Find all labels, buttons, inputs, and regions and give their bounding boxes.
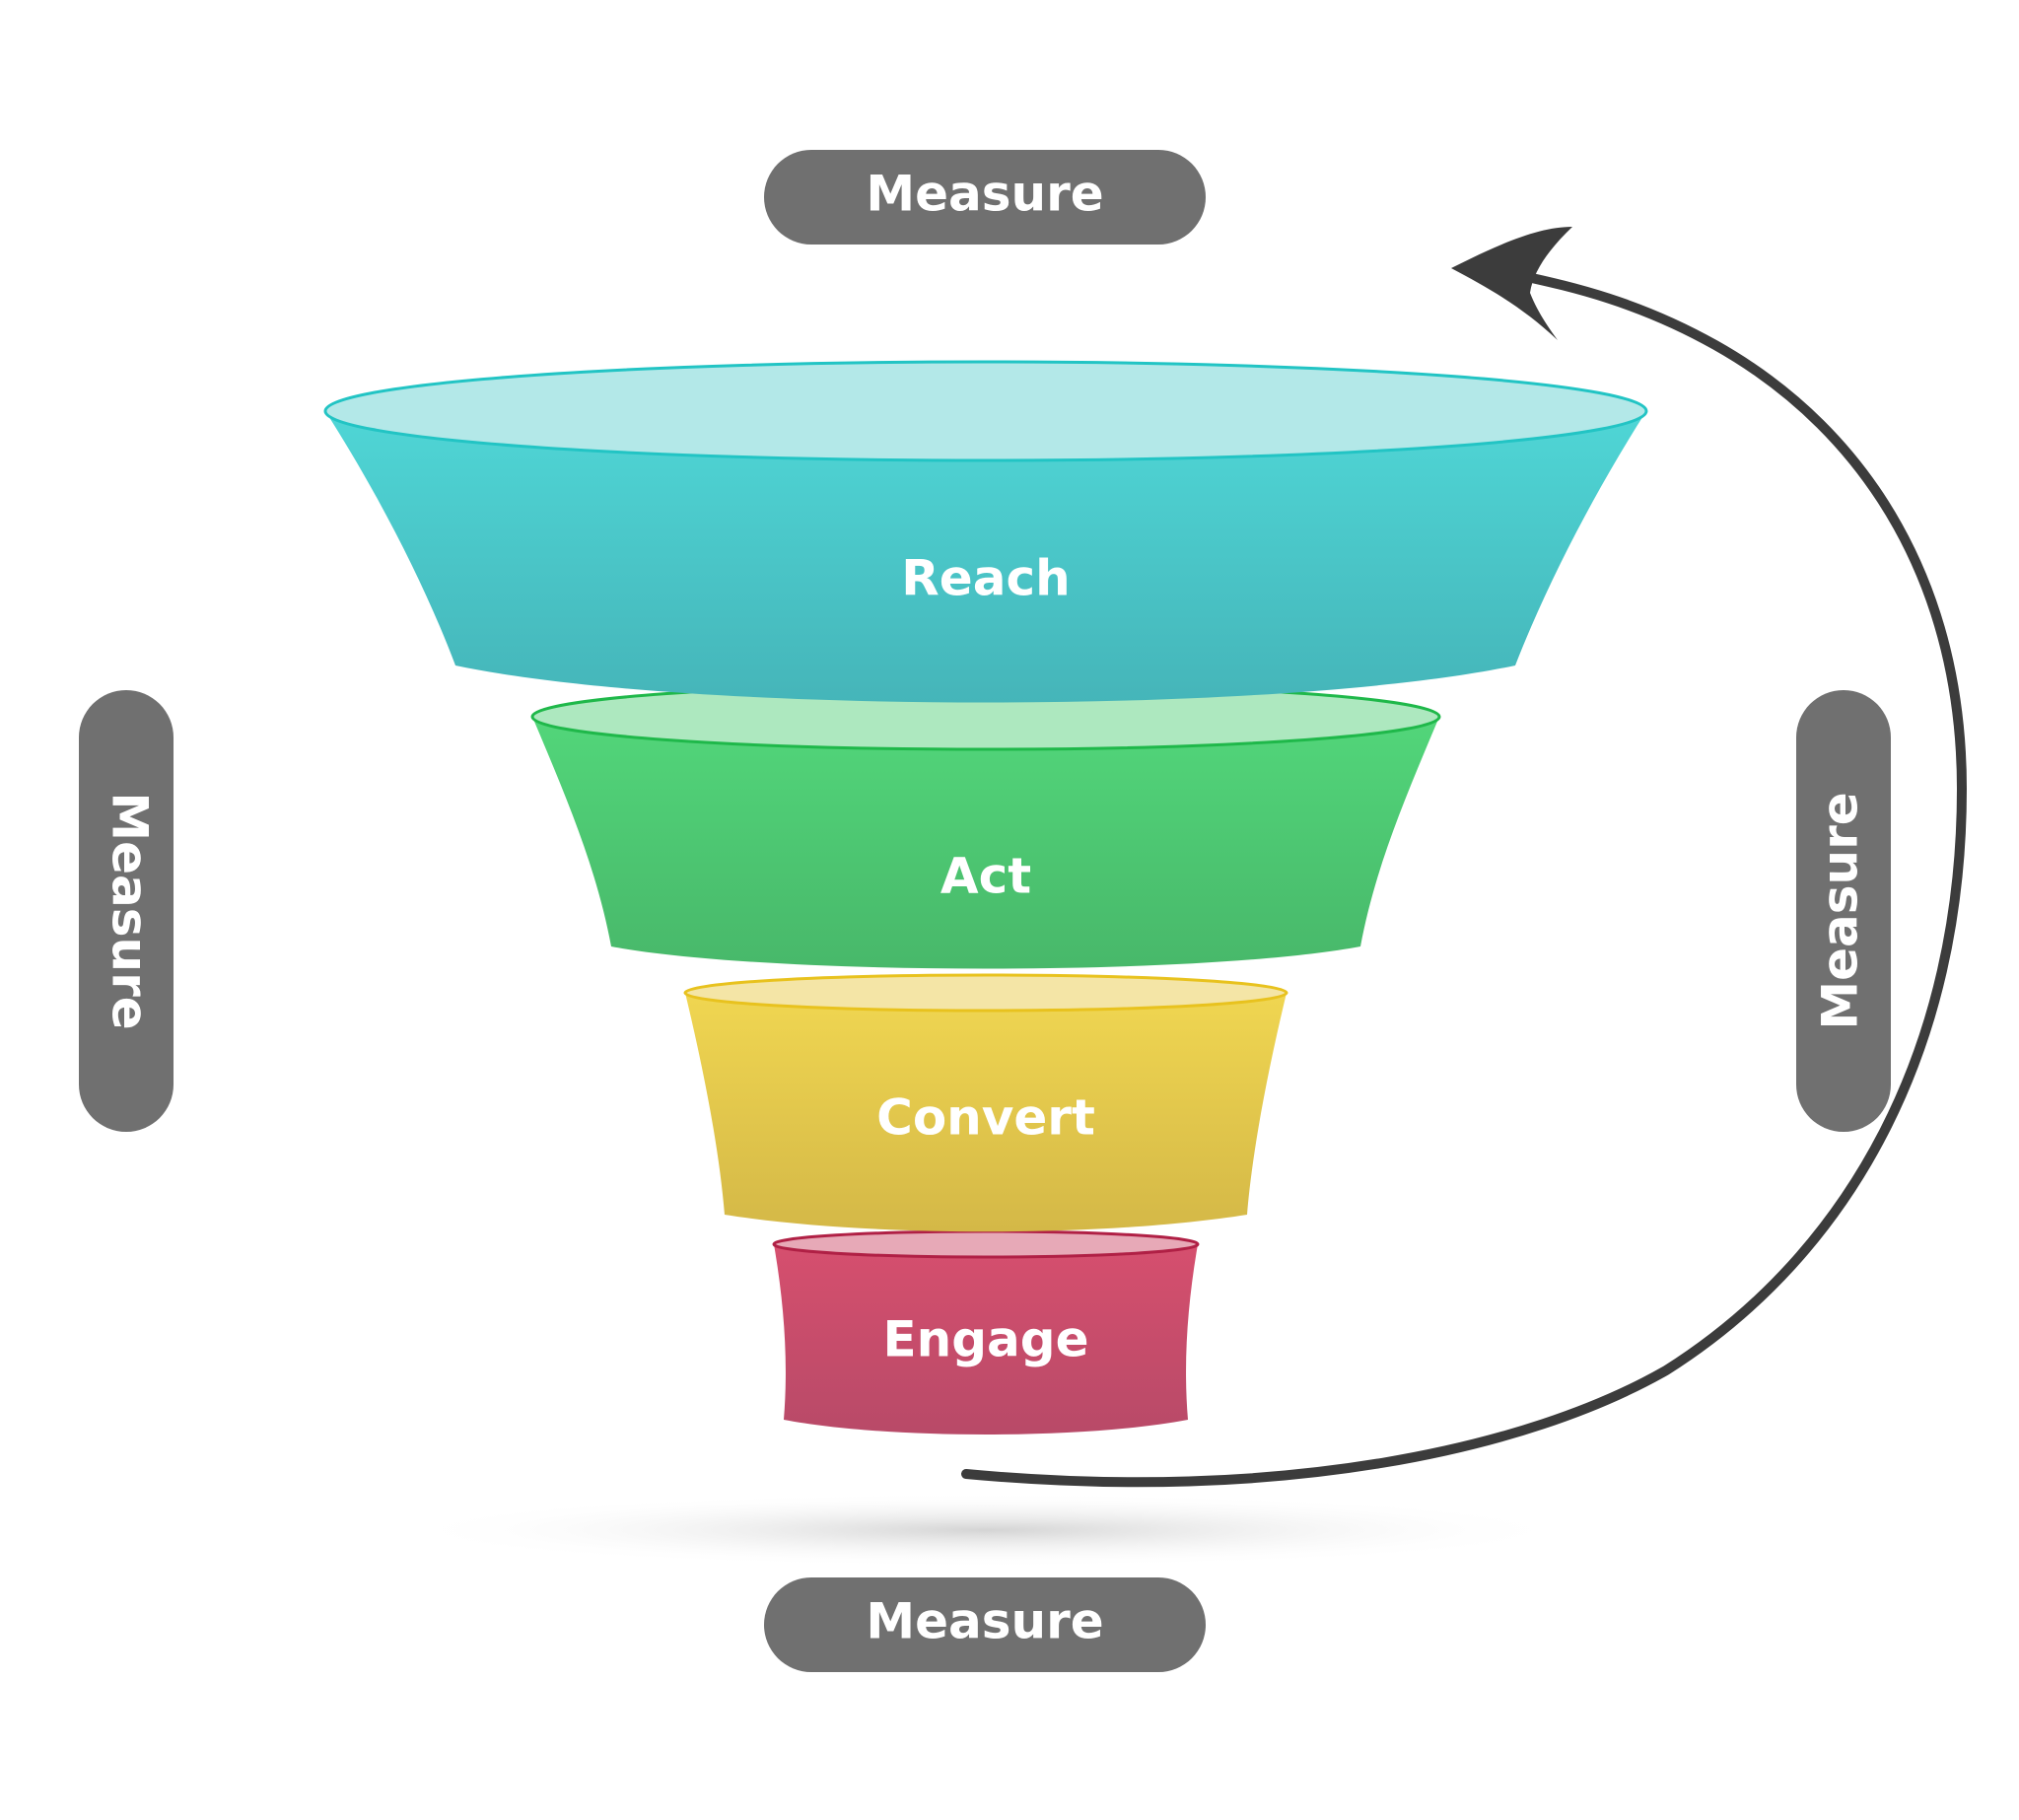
measure-pill-left-label: Measure [102, 792, 159, 1029]
funnel-shadow [394, 1493, 1577, 1568]
stage-act: Act [530, 682, 1441, 969]
measure-pill-left: Measure [79, 690, 174, 1132]
stage-engage-label: Engage [883, 1311, 1089, 1368]
measure-pill-top-label: Measure [866, 166, 1103, 223]
stage-act-label: Act [940, 848, 1031, 905]
stage-engage-rim [772, 1229, 1200, 1259]
measure-pill-bottom-label: Measure [866, 1593, 1103, 1650]
stage-reach-rim [323, 360, 1648, 462]
feedback-arrow [961, 227, 1968, 1488]
stage-convert: Convert [683, 973, 1288, 1232]
stage-convert-label: Convert [876, 1089, 1095, 1147]
measure-pill-right-label: Measure [1812, 792, 1869, 1029]
stage-convert-rim [683, 973, 1288, 1013]
stage-engage: Engage [772, 1229, 1200, 1435]
measure-pill-top: Measure [764, 150, 1206, 245]
stage-reach: Reach [323, 360, 1648, 703]
measure-pill-right: Measure [1796, 690, 1891, 1132]
arrow-head-icon [1451, 227, 1572, 340]
stage-reach-label: Reach [901, 550, 1070, 607]
measure-pill-bottom: Measure [764, 1577, 1206, 1672]
